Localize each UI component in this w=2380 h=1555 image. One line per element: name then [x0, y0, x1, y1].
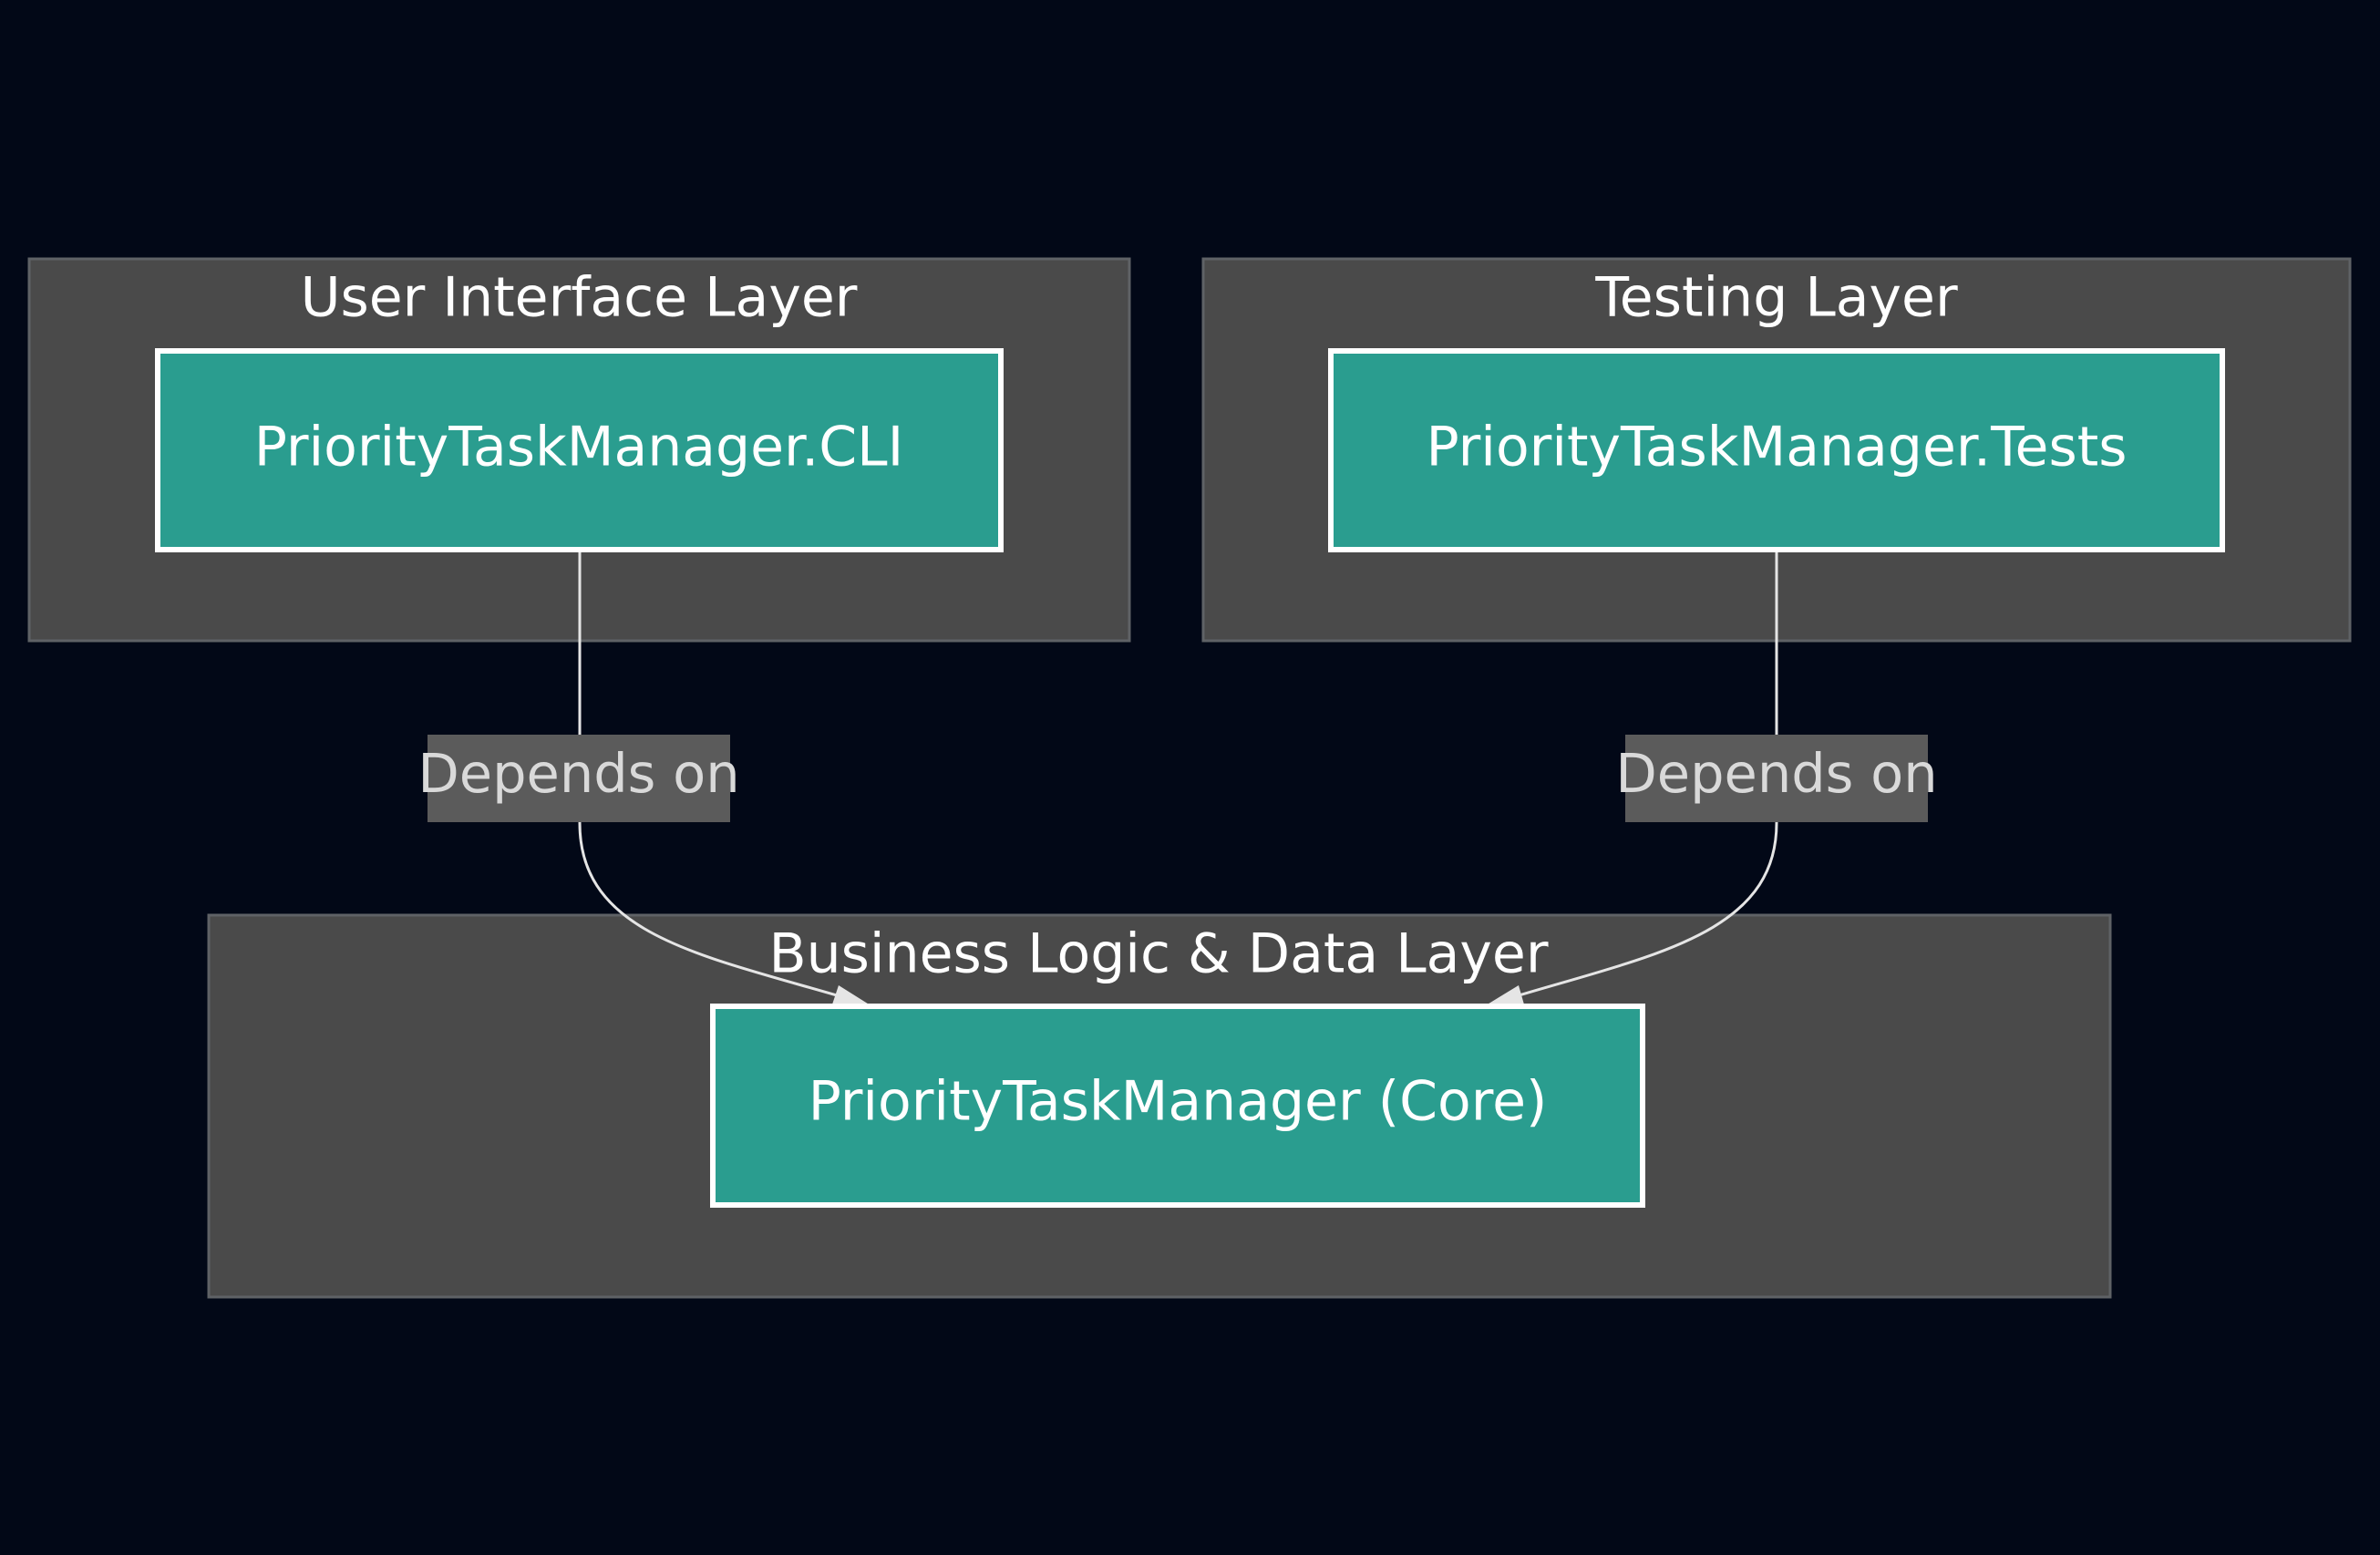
edge-tests-to-core-line — [1494, 551, 1778, 1004]
edge-cli-to-core-line — [578, 551, 862, 1004]
layer-user-interface-title: User Interface Layer — [301, 266, 858, 330]
node-cli-label: PriorityTaskManager.CLI — [254, 416, 904, 479]
edge-tests-to-core: Depends on — [1486, 551, 1938, 1005]
node-core[interactable]: PriorityTaskManager (Core) — [710, 1004, 1645, 1208]
node-tests[interactable]: PriorityTaskManager.Tests — [1328, 348, 2225, 552]
node-tests-label: PriorityTaskManager.Tests — [1426, 416, 2127, 479]
node-core-box[interactable] — [710, 1004, 1645, 1208]
node-core-label: PriorityTaskManager (Core) — [809, 1070, 1548, 1134]
edge-tests-to-core-arrow — [1486, 985, 1524, 1005]
edge-cli-to-core-label-bg — [428, 735, 730, 822]
node-tests-box[interactable] — [1328, 348, 2225, 552]
node-cli[interactable]: PriorityTaskManager.CLI — [155, 348, 1004, 552]
node-cli-box[interactable] — [155, 348, 1004, 552]
layer-testing-title: Testing Layer — [1594, 266, 1958, 330]
edge-cli-to-core-arrow — [832, 985, 871, 1005]
edge-cli-to-core-label: Depends on — [417, 742, 739, 805]
layer-business-logic-title: Business Logic & Data Layer — [768, 922, 1548, 986]
edge-tests-to-core-label-bg — [1625, 735, 1928, 822]
edge-cli-to-core: Depends on — [417, 551, 871, 1005]
edge-tests-to-core-label: Depends on — [1615, 742, 1937, 805]
